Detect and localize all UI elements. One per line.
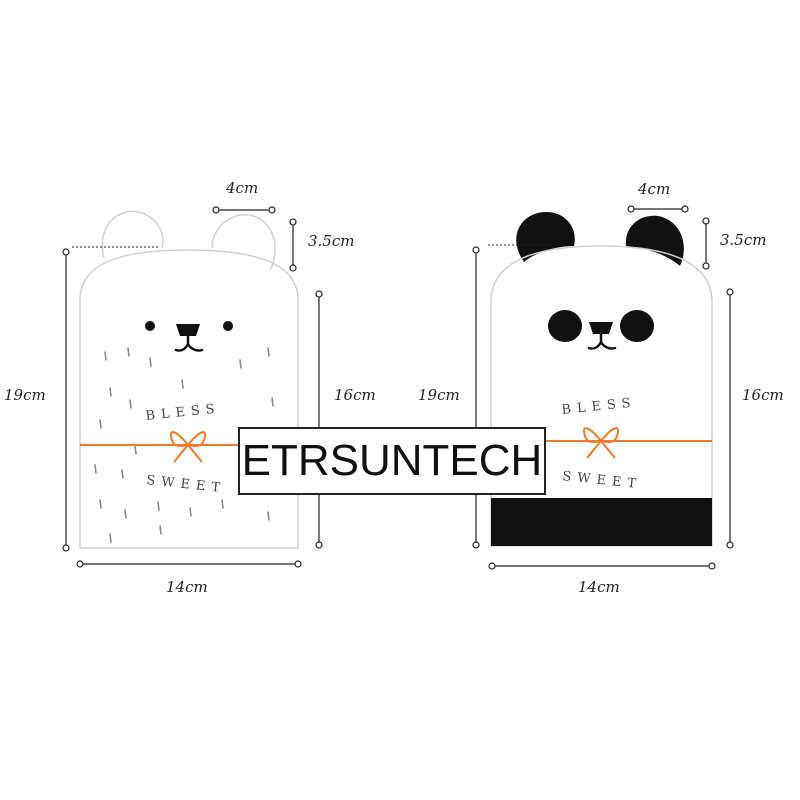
panda-ear-height-label: 3.5cm — [720, 231, 766, 249]
panda-bottom-band — [491, 498, 712, 546]
bear-bag-outline — [79, 249, 299, 549]
bear-eye-right — [223, 321, 233, 331]
panda-text-sweet: SWEET — [562, 469, 643, 492]
bear-width-label: 14cm — [166, 578, 208, 596]
panda-nose — [589, 322, 613, 334]
bear-text-sweet: SWEET — [146, 473, 227, 496]
bear-dimensions — [62, 206, 323, 568]
panda-total-height-label: 19cm — [418, 386, 460, 404]
panda-mouth — [587, 332, 617, 350]
panda-ribbon-bow — [583, 427, 619, 459]
panda-body-height-label: 16cm — [742, 386, 784, 404]
watermark-text: ETRSUNTECH — [241, 436, 543, 485]
bear-nose — [176, 324, 200, 336]
bear-ear-right — [211, 214, 276, 271]
bear-ribbon-bow — [170, 431, 206, 463]
bear-total-height-label: 19cm — [4, 386, 46, 404]
bear-ear-left — [101, 210, 164, 259]
panda-ear-right — [625, 215, 684, 266]
bear-ear-height-label: 3.5cm — [308, 232, 354, 250]
panda-dimensions — [472, 205, 734, 570]
panda-bag-outline — [490, 245, 713, 547]
bear-ear-width-label: 4cm — [225, 179, 258, 197]
bear-body-height-label: 16cm — [334, 386, 376, 404]
watermark-box: ETRSUNTECH — [238, 427, 546, 495]
panda-width-label: 14cm — [578, 578, 620, 596]
bear-text-bless: BLESS — [145, 401, 221, 424]
panda-text-bless: BLESS — [561, 395, 637, 418]
bear-bag: BLESS SWEET — [79, 210, 299, 549]
panda-ear-width-label: 4cm — [637, 180, 670, 198]
panda-bag: BLESS SWEET — [490, 212, 713, 547]
panda-ear-left — [516, 212, 575, 262]
bear-eye-left — [145, 321, 155, 331]
panda-eye-patch-left — [548, 310, 582, 342]
panda-eye-patch-right — [620, 310, 654, 342]
bear-mouth — [174, 334, 204, 352]
